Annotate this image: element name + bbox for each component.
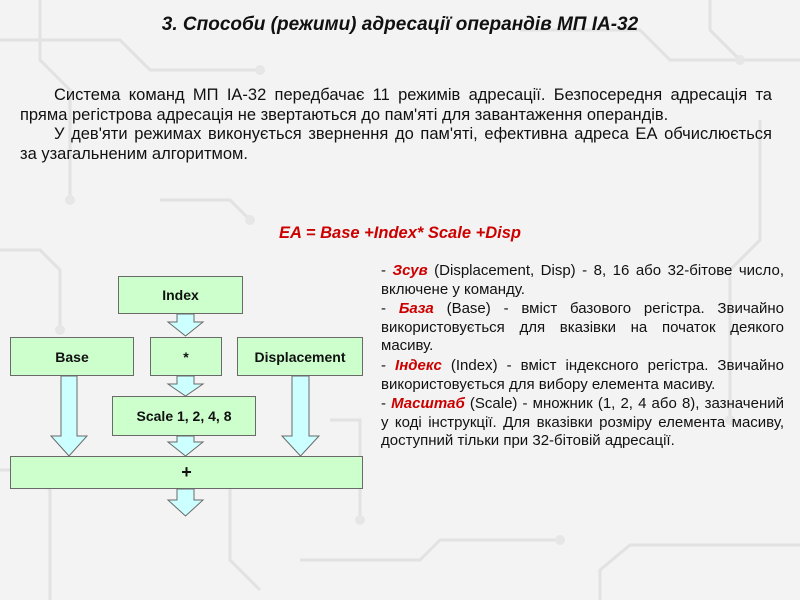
desc-displacement: - Зсув (Displacement, Disp) - 8, 16 або … (381, 262, 784, 298)
desc-scale: - Масштаб (Scale) - множник (1, 2, 4 або… (381, 395, 784, 450)
ea-formula: EA = Base +Index* Scale +Disp (279, 224, 521, 242)
index-box: Index (118, 276, 243, 314)
desc-base: - База (Base) - вміст базового регістра.… (381, 300, 784, 355)
page-title: 3. Способи (режими) адресації операндів … (161, 14, 639, 35)
intro-paragraph-1: Система команд МП ІА-32 передбачає 11 ре… (20, 86, 772, 124)
intro-paragraph-2: У дев'яти режимах виконується звернення … (20, 125, 772, 163)
desc-index: - Індекс (Index) - вміст індексного регі… (381, 356, 784, 393)
arrow-displacement-to-plus (280, 375, 321, 457)
term-index: Індекс (395, 356, 442, 374)
arrow-scale-to-plus (166, 435, 205, 457)
intro-text: Система команд МП ІА-32 передбачає 11 ре… (20, 86, 772, 164)
operand-descriptions: - Зсув (Displacement, Disp) - 8, 16 або … (381, 262, 784, 452)
term-base: База (398, 300, 434, 318)
base-box: Base (10, 337, 134, 376)
displacement-box: Displacement (237, 337, 363, 376)
multiply-box: * (150, 337, 222, 376)
term-scale: Масштаб (391, 395, 465, 413)
arrow-base-to-plus (49, 375, 89, 457)
plus-box: + (10, 456, 363, 489)
scale-box: Scale 1, 2, 4, 8 (112, 396, 256, 436)
arrow-multiply-to-scale (166, 375, 205, 397)
arrow-plus-output (166, 488, 205, 517)
arrow-index-to-multiply (166, 313, 205, 337)
term-displacement: Зсув (392, 262, 428, 279)
